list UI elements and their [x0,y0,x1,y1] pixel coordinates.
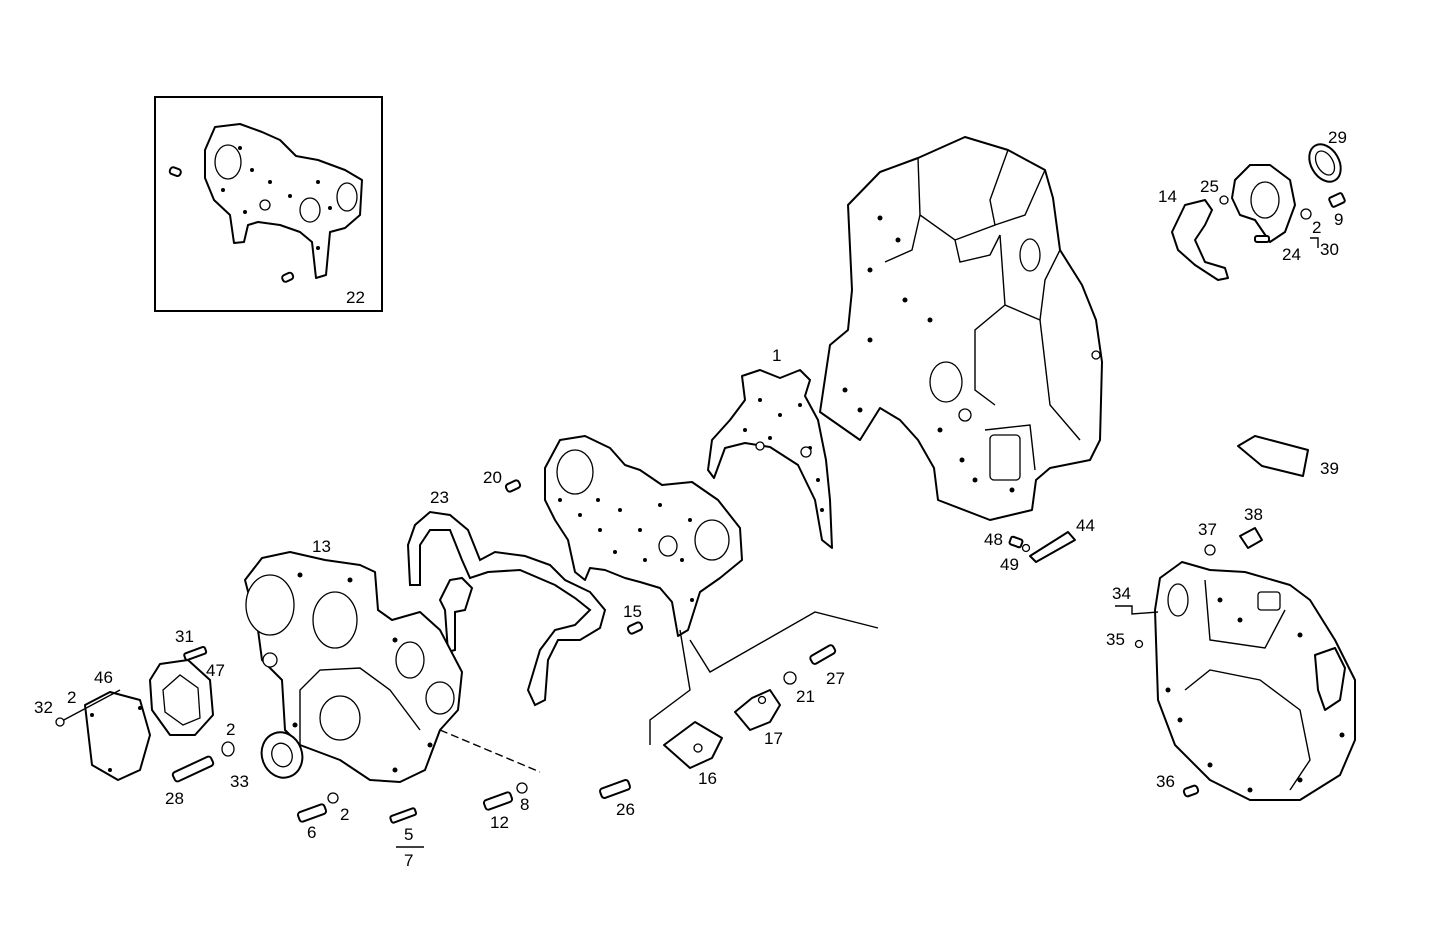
label-16: 16 [698,769,717,788]
label-2-left: 2 [67,688,76,707]
label-28: 28 [165,789,184,808]
label-37: 37 [1198,520,1217,539]
label-1: 1 [772,346,781,365]
label-8: 8 [520,795,529,814]
label-5: 5 [404,825,413,844]
small-parts-middle: 20 15 16 17 21 27 26 [483,468,879,819]
label-6: 6 [307,823,316,842]
label-38: 38 [1244,505,1263,524]
label-39: 39 [1320,459,1339,478]
inset-box-22: 22 [154,96,383,312]
label-25: 25 [1200,177,1219,196]
label-49: 49 [1000,555,1019,574]
label-2-mid: 2 [226,720,235,739]
label-34: 34 [1112,584,1131,603]
label-31: 31 [175,627,194,646]
rear-seal-assembly: 14 25 29 2 9 24 30 [1158,128,1347,281]
label-27: 27 [826,669,845,688]
label-33: 33 [230,772,249,791]
label-48: 48 [984,530,1003,549]
label-14: 14 [1158,187,1177,206]
gasket-44: 44 48 49 [984,516,1095,574]
label-21: 21 [796,687,815,706]
label-24: 24 [1282,245,1301,264]
timing-plate [544,435,743,637]
label-26: 26 [616,800,635,819]
label-47: 47 [206,661,225,680]
label-22: 22 [346,288,365,307]
label-36: 36 [1156,772,1175,791]
label-2-bottom: 2 [340,805,349,824]
gasket-23: 23 [406,488,607,707]
label-30: 30 [1320,240,1339,259]
label-12: 12 [490,813,509,832]
engine-block [819,136,1103,521]
label-17: 17 [764,729,783,748]
label-2-right: 2 [1312,218,1321,237]
label-35: 35 [1106,630,1125,649]
small-parts-left: 32 2 46 47 31 2 33 28 6 2 5 7 12 8 [34,627,541,870]
label-32: 32 [34,698,53,717]
label-7: 7 [404,851,413,870]
flywheel-housing-34: 34 35 36 37 38 [1106,505,1356,801]
timing-cover-13: 13 [244,537,463,783]
label-9: 9 [1334,210,1343,229]
label-44: 44 [1076,516,1095,535]
label-13: 13 [312,537,331,556]
label-23: 23 [430,488,449,507]
label-20: 20 [483,468,502,487]
gasket-1: 1 [707,346,833,549]
label-15: 15 [623,602,642,621]
label-29: 29 [1328,128,1347,147]
plate-39: 39 [1237,435,1339,478]
label-46: 46 [94,668,113,687]
